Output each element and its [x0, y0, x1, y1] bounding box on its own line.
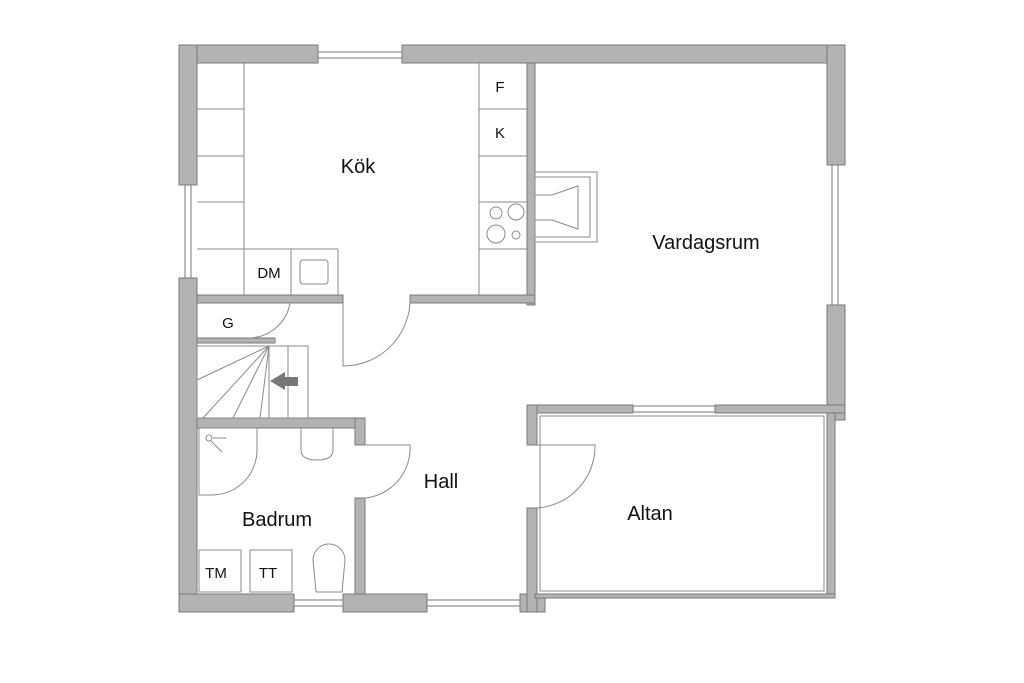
- walls: [178, 44, 846, 613]
- washbasin-icon: [300, 428, 334, 461]
- kitchen-cabinets: [197, 63, 527, 295]
- fixture-label-wardrobe: G: [222, 315, 234, 332]
- window-kitchen-left: [184, 184, 192, 279]
- doors: [247, 302, 596, 509]
- stove-icon: [486, 203, 525, 244]
- room-label-bathroom: Badrum: [242, 509, 312, 531]
- door-wardrobe[interactable]: [247, 302, 291, 339]
- fixture-label-fridge: F: [495, 79, 504, 96]
- room-label-hall: Hall: [424, 471, 458, 493]
- window-living-right: [831, 164, 839, 306]
- fixture-label-dishwasher: DM: [257, 265, 280, 282]
- dryer: [249, 549, 293, 593]
- bathroom-fixtures: [198, 427, 346, 593]
- fixture-label-dryer: TT: [259, 565, 277, 582]
- kitchen-sink-icon: [299, 259, 329, 285]
- shower-icon: [198, 427, 258, 496]
- door-kitchen[interactable]: [342, 302, 411, 367]
- window-living-patio: [632, 405, 716, 413]
- room-label-kitchen: Kök: [341, 156, 376, 178]
- fixture-label-washing-machine: TM: [205, 565, 227, 582]
- toilet-icon: [312, 543, 346, 593]
- room-label-patio: Altan: [627, 503, 673, 525]
- door-bathroom[interactable]: [364, 444, 411, 499]
- window-hall: [426, 599, 521, 607]
- fireplace-icon: [534, 171, 598, 243]
- patio-outline: [539, 415, 825, 592]
- stair-direction-arrow-icon: [270, 372, 298, 390]
- room-label-living-room: Vardagsrum: [652, 232, 759, 254]
- window-kitchen-top: [317, 51, 403, 59]
- staircase: [196, 345, 309, 419]
- washing-machine: [198, 549, 242, 593]
- windows: [184, 51, 839, 607]
- door-patio[interactable]: [536, 444, 596, 509]
- fixture-label-freezer: K: [495, 125, 505, 142]
- window-bathroom: [293, 599, 344, 607]
